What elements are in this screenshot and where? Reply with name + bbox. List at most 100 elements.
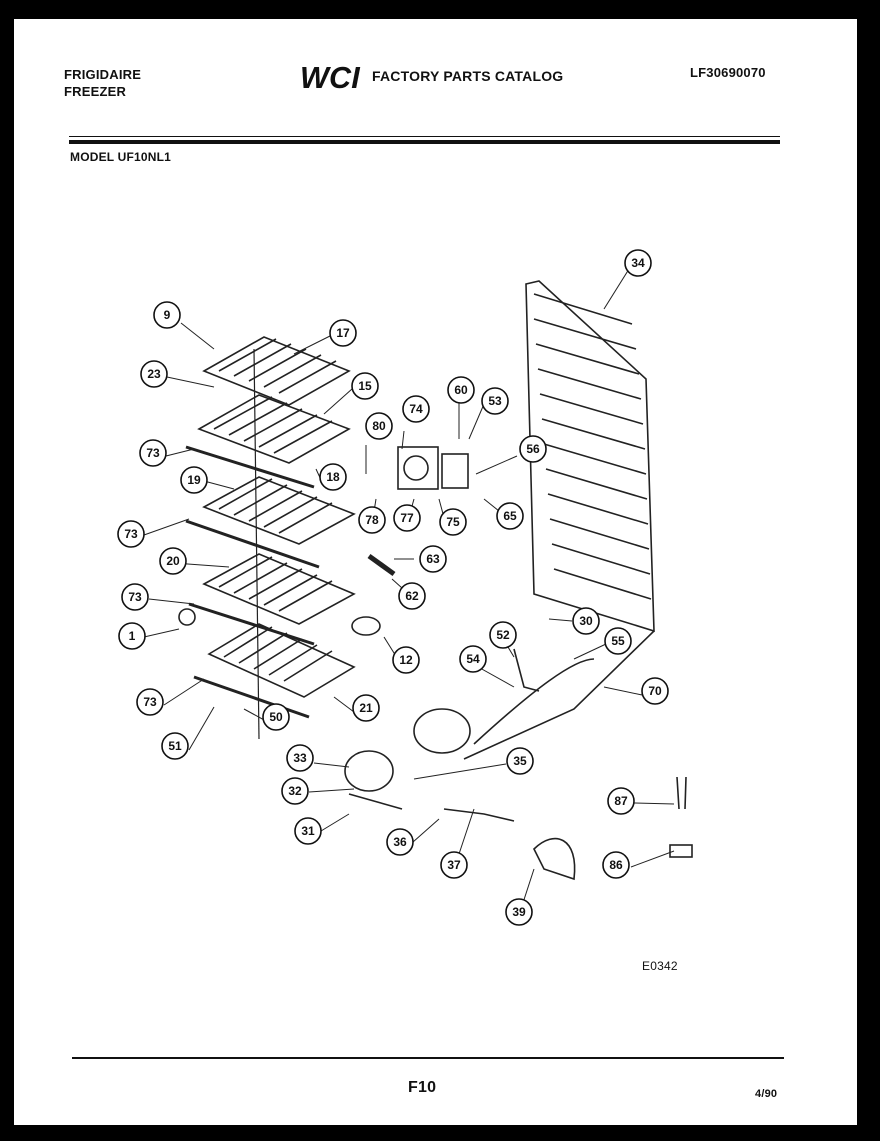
svg-text:73: 73 [146, 446, 160, 460]
page-number: F10 [408, 1079, 437, 1096]
callout: 21 [352, 694, 380, 722]
svg-text:39: 39 [512, 905, 526, 919]
svg-text:56: 56 [526, 442, 540, 456]
svg-text:53: 53 [488, 394, 502, 408]
callout: 39 [505, 898, 533, 926]
callout: 73 [136, 688, 164, 716]
callout: 53 [481, 387, 509, 415]
callout: 73 [139, 439, 167, 467]
part-52 [513, 648, 540, 692]
svg-text:21: 21 [359, 701, 373, 715]
svg-text:65: 65 [503, 509, 517, 523]
callout: 75 [439, 508, 467, 536]
callout: 31 [294, 817, 322, 845]
callout: 70 [641, 677, 669, 705]
svg-text:73: 73 [143, 695, 157, 709]
callout: 9 [153, 301, 181, 329]
svg-text:55: 55 [611, 634, 625, 648]
callout: 1 [118, 622, 146, 650]
callout: 37 [440, 851, 468, 879]
part-86 [669, 844, 693, 858]
part-12 [351, 616, 381, 636]
svg-text:80: 80 [372, 419, 386, 433]
diagram-code: E0342 [642, 959, 678, 973]
brand-block: FRIGIDAIRE FREEZER [64, 66, 141, 100]
header-rule [69, 140, 780, 144]
callout: 52 [489, 621, 517, 649]
callout: 78 [358, 506, 386, 534]
shelf-2 [185, 394, 351, 489]
svg-text:87: 87 [614, 794, 628, 808]
svg-text:35: 35 [513, 754, 527, 768]
svg-text:36: 36 [393, 835, 407, 849]
svg-text:15: 15 [358, 379, 372, 393]
svg-text:52: 52 [496, 628, 510, 642]
callout: 33 [286, 744, 314, 772]
callout: 87 [607, 787, 635, 815]
shelf-4 [188, 553, 356, 646]
svg-text:18: 18 [326, 470, 340, 484]
wci-logo-text: WCI [300, 60, 361, 93]
part-62-63 [367, 553, 396, 577]
footer-rule [72, 1057, 784, 1059]
svg-text:75: 75 [446, 515, 460, 529]
svg-text:70: 70 [648, 684, 662, 698]
svg-text:50: 50 [269, 710, 283, 724]
callout: 56 [519, 435, 547, 463]
svg-text:73: 73 [128, 590, 142, 604]
svg-text:1: 1 [129, 629, 136, 643]
svg-text:86: 86 [609, 858, 623, 872]
svg-text:78: 78 [365, 513, 379, 527]
svg-text:20: 20 [166, 554, 180, 568]
compressor [344, 708, 471, 810]
callout: 74 [402, 395, 430, 423]
shelf-3 [185, 476, 356, 569]
callout: 80 [365, 412, 393, 440]
callout: 23 [140, 360, 168, 388]
callout: 17 [329, 319, 357, 347]
callout: 50 [262, 703, 290, 731]
callout: 73 [121, 583, 149, 611]
svg-text:60: 60 [454, 383, 468, 397]
parts-catalog-page: FRIGIDAIRE FREEZER WCI FACTORY PARTS CAT… [14, 19, 857, 1125]
svg-text:19: 19 [187, 473, 201, 487]
svg-text:51: 51 [168, 739, 182, 753]
exploded-parts-diagram: 9 17 23 15 73 80 74 60 53 56 34 18 19 78… [117, 249, 693, 926]
callout: 62 [398, 582, 426, 610]
leader-lines [143, 268, 675, 916]
part-callouts: 9 17 23 15 73 80 74 60 53 56 34 18 19 78… [117, 249, 669, 926]
product-type: FREEZER [64, 84, 127, 99]
svg-text:23: 23 [147, 367, 161, 381]
svg-text:74: 74 [409, 402, 423, 416]
callout: 54 [459, 645, 487, 673]
svg-text:33: 33 [293, 751, 307, 765]
callout: 32 [281, 777, 309, 805]
callout: 77 [393, 504, 421, 532]
callout: 35 [506, 747, 534, 775]
brand-name: FRIGIDAIRE [64, 67, 142, 82]
part-36-37 [443, 808, 515, 822]
callout: 30 [572, 607, 600, 635]
callout: 36 [386, 828, 414, 856]
svg-text:37: 37 [447, 858, 461, 872]
svg-text:62: 62 [405, 589, 419, 603]
callout: 34 [624, 249, 652, 277]
part-87 [676, 776, 687, 810]
callout: 55 [604, 627, 632, 655]
svg-text:9: 9 [164, 308, 171, 322]
svg-text:54: 54 [466, 652, 480, 666]
part-39-cover [533, 837, 576, 881]
callout: 63 [419, 545, 447, 573]
callout: 19 [180, 466, 208, 494]
model-label: MODEL UF10NL1 [70, 150, 172, 164]
svg-text:73: 73 [124, 527, 138, 541]
tubing [473, 658, 595, 745]
catalog-number: LF30690070 [690, 65, 766, 80]
callout: 86 [602, 851, 630, 879]
callout: 20 [159, 547, 187, 575]
part-1-bracket [178, 608, 196, 626]
callout: 65 [496, 502, 524, 530]
shelf-rod [253, 348, 260, 740]
svg-text:34: 34 [631, 256, 645, 270]
catalog-date: 4/90 [755, 1088, 778, 1100]
